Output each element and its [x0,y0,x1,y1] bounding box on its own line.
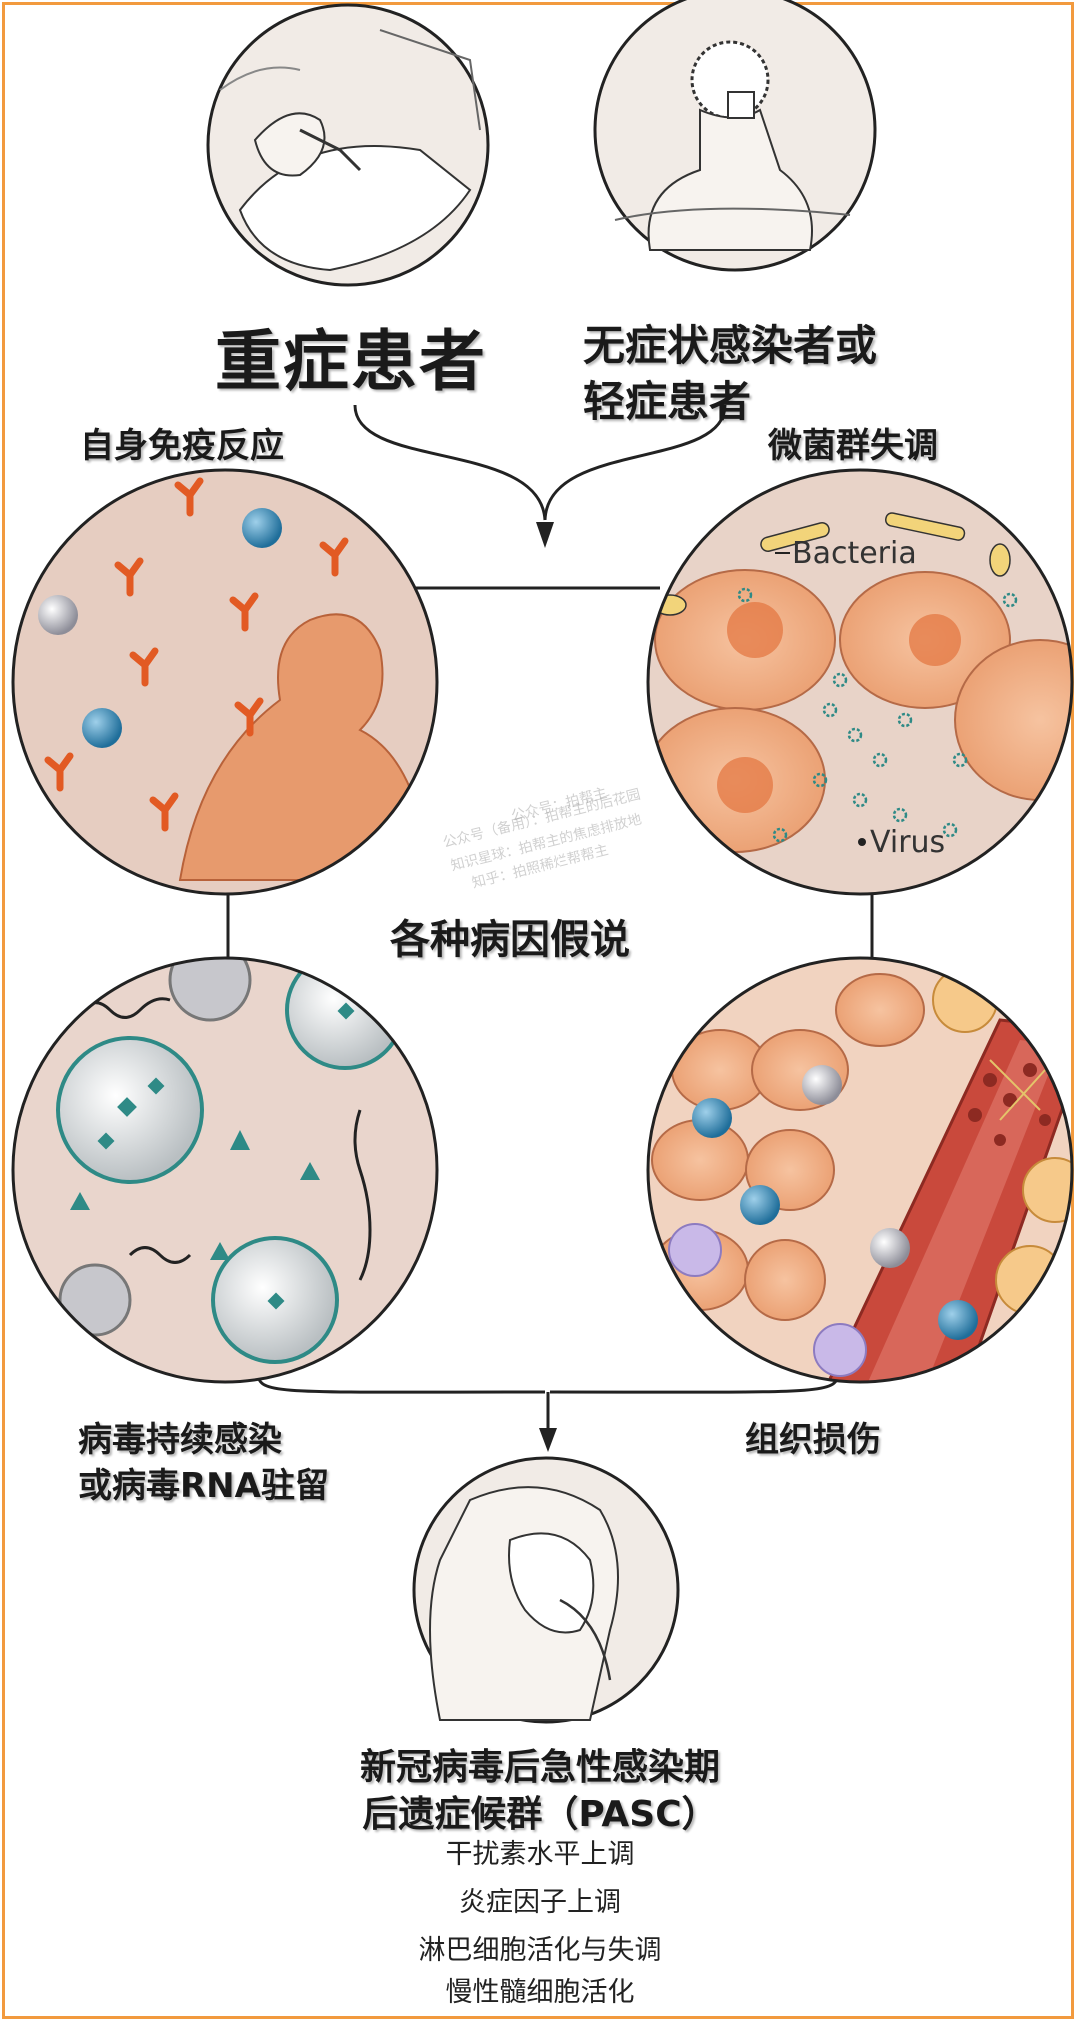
arrow-bottom-right [549,1374,840,1394]
pasc-title-line2: 后遗症候群（PASC） [362,1794,718,1835]
dysbiosis-label: 微菌群失调 [768,426,938,466]
severe-patients-label: 重症患者 [215,323,487,400]
viral-persistence-label-line1: 病毒持续感染 [78,1420,282,1460]
arrow-head-top [536,522,554,548]
viral-persistence-label-line2: 或病毒RNA驻留 [78,1466,329,1506]
mild-patients-label-line1: 无症状感染者或 [583,321,878,370]
dysbiosis-circle: Bacteria Virus [646,468,1074,896]
symptom-item: 慢性髓细胞活化 [445,1977,635,2008]
arrow-bottom-left [256,1374,546,1394]
symptom-item: 淋巴细胞活化与失调 [418,1935,662,1966]
autoimmune-circle [11,468,439,896]
severe-patient-illustration [206,3,490,287]
arrow-left-branch [353,404,547,521]
connectors [226,404,874,1430]
tissue-damage-label: 组织损伤 [745,1420,881,1460]
arrow-head-bottom [539,1428,557,1452]
arrow-right-branch [543,404,727,521]
virus-label: Virus [870,825,945,860]
antibody-marks [44,477,349,832]
persistence-circle [11,956,439,1384]
hypotheses-label: 各种病因假说 [390,917,630,963]
mild-patients-label-line2: 轻症患者 [583,377,752,426]
autoimmunity-label: 自身免疫反应 [80,426,284,466]
symptom-item: 干扰素水平上调 [445,1839,635,1870]
tissue-damage-circle [646,956,1074,1384]
bacteria-label: Bacteria [792,536,917,571]
mild-patient-illustration [593,0,877,272]
pasc-title-line1: 新冠病毒后急性感染期 [359,1747,720,1788]
pasc-patient-illustration [412,1456,680,1724]
symptom-item: 炎症因子上调 [459,1887,621,1918]
